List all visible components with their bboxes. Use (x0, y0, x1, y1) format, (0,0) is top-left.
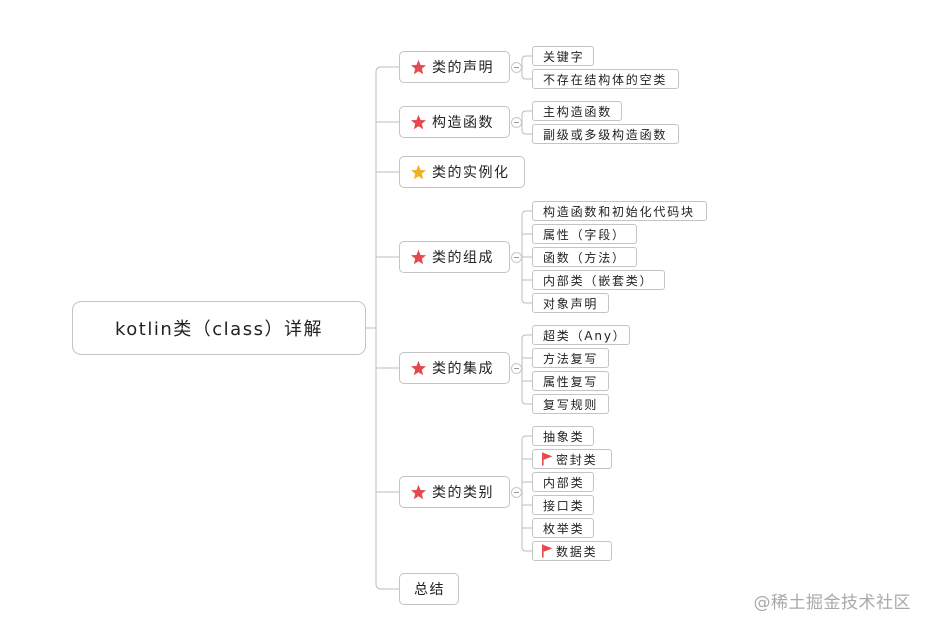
leaf-topic[interactable]: 属性（字段） (532, 224, 637, 244)
leaf-topic[interactable]: 超类（Any） (532, 325, 630, 345)
leaf-topic[interactable]: 方法复写 (532, 348, 609, 368)
leaf-topic[interactable]: 函数（方法） (532, 247, 637, 267)
leaf-topic-label: 密封类 (556, 452, 598, 467)
leaf-topic-label: 内部类（嵌套类） (543, 273, 654, 288)
branch-topic[interactable]: 类的实例化 (399, 156, 525, 188)
leaf-topic-label: 抽象类 (543, 429, 585, 444)
leaf-topic-label: 属性（字段） (543, 227, 626, 242)
branch-topic[interactable]: 类的类别 (399, 476, 510, 508)
leaf-topic-label: 接口类 (543, 498, 585, 513)
leaf-connector (521, 399, 532, 405)
leaf-topic-label: 不存在结构体的空类 (543, 72, 668, 87)
branch-topic-label: 类的声明 (432, 60, 494, 76)
branch-topic-label: 类的类别 (432, 485, 494, 501)
leaf-topic-label: 副级或多级构造函数 (543, 127, 668, 142)
leaf-topic[interactable]: 对象声明 (532, 293, 609, 313)
leaf-connector (521, 546, 532, 552)
leaf-topic[interactable]: 复写规则 (532, 394, 609, 414)
gold-star-icon (410, 164, 427, 180)
root-topic-label: kotlin类（class）详解 (115, 319, 323, 340)
leaf-topic-label: 方法复写 (543, 351, 599, 366)
red-star-icon (410, 484, 427, 500)
leaf-connector (521, 129, 532, 135)
collapse-toggle-icon[interactable] (511, 116, 522, 128)
leaf-topic[interactable]: 接口类 (532, 495, 594, 515)
collapse-toggle-icon[interactable] (511, 362, 522, 374)
branch-topic[interactable]: 类的组成 (399, 241, 510, 273)
leaf-connector (521, 55, 532, 61)
leaf-topic-label: 属性复写 (543, 374, 599, 389)
branch-topic-label: 类的集成 (432, 361, 494, 377)
leaf-topic[interactable]: 关键字 (532, 46, 594, 66)
branch-topic-label: 总结 (414, 582, 445, 598)
leaf-topic[interactable]: 属性复写 (532, 371, 609, 391)
leaf-topic-label: 对象声明 (543, 296, 599, 311)
red-star-icon (410, 360, 427, 376)
collapse-toggle-icon[interactable] (511, 486, 522, 498)
branch-connector (375, 583, 399, 590)
leaf-topic[interactable]: 内部类（嵌套类） (532, 270, 665, 290)
leaf-topic-label: 数据类 (556, 544, 598, 559)
leaf-connector (521, 74, 532, 80)
leaf-topic[interactable]: 副级或多级构造函数 (532, 124, 679, 144)
leaf-topic-label: 枚举类 (543, 521, 585, 536)
leaf-topic-label: 超类（Any） (543, 328, 627, 343)
branch-topic[interactable]: 类的集成 (399, 352, 510, 384)
leaf-connector (521, 334, 532, 340)
leaf-topic[interactable]: 枚举类 (532, 518, 594, 538)
leaf-topic[interactable]: 主构造函数 (532, 101, 622, 121)
leaf-topic[interactable]: 数据类 (532, 541, 612, 561)
leaf-topic-label: 关键字 (543, 49, 585, 64)
leaf-connector (521, 298, 532, 304)
leaf-connector (521, 210, 532, 216)
leaf-topic-label: 主构造函数 (543, 104, 613, 119)
collapse-toggle-icon[interactable] (511, 61, 522, 73)
root-topic[interactable]: kotlin类（class）详解 (72, 301, 366, 355)
red-flag-icon (541, 452, 553, 466)
leaf-topic[interactable]: 不存在结构体的空类 (532, 69, 679, 89)
branch-topic[interactable]: 构造函数 (399, 106, 510, 138)
leaf-connector (521, 435, 532, 441)
red-flag-icon (541, 544, 553, 558)
leaf-topic-label: 复写规则 (543, 397, 599, 412)
leaf-topic-label: 构造函数和初始化代码块 (543, 204, 695, 219)
leaf-topic[interactable]: 构造函数和初始化代码块 (532, 201, 707, 221)
branch-topic[interactable]: 类的声明 (399, 51, 510, 83)
leaf-topic[interactable]: 内部类 (532, 472, 594, 492)
branch-topic-label: 类的实例化 (432, 165, 510, 181)
red-star-icon (410, 114, 427, 130)
leaf-connector (521, 110, 532, 116)
leaf-topic[interactable]: 密封类 (532, 449, 612, 469)
red-star-icon (410, 59, 427, 75)
branch-topic[interactable]: 总结 (399, 573, 459, 605)
leaf-topic-label: 内部类 (543, 475, 585, 490)
watermark: @稀土掘金技术社区 (753, 593, 911, 613)
branch-topic-label: 类的组成 (432, 250, 494, 266)
leaf-topic[interactable]: 抽象类 (532, 426, 594, 446)
collapse-toggle-icon[interactable] (511, 251, 522, 263)
branch-connector (375, 66, 399, 73)
red-star-icon (410, 249, 427, 265)
branch-topic-label: 构造函数 (432, 115, 494, 131)
leaf-topic-label: 函数（方法） (543, 250, 626, 265)
